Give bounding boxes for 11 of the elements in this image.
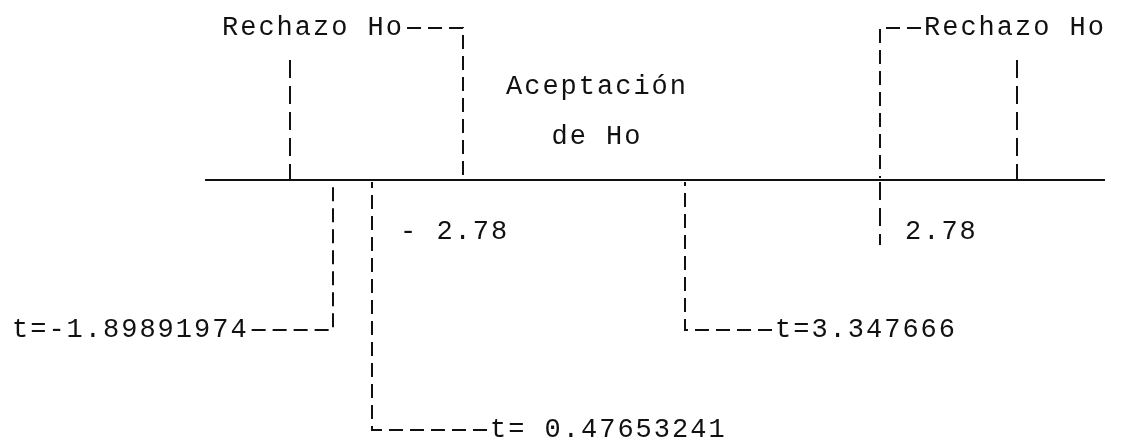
region-label: Rechazo Ho	[924, 12, 1107, 44]
leader-line	[371, 181, 488, 431]
statistic-label: t= 0.47653241	[490, 414, 727, 445]
critical-value: - 2.78	[400, 216, 510, 248]
critical-value: 2.78	[905, 216, 978, 248]
region-label: Aceptación de Ho	[505, 71, 689, 154]
leader-line	[879, 27, 922, 179]
leader-line	[684, 181, 773, 331]
region-label: Rechazo Ho	[222, 12, 405, 44]
statistic-label: t=3.347666	[775, 314, 958, 346]
statistic-label: t=-1.89891974	[12, 314, 249, 346]
